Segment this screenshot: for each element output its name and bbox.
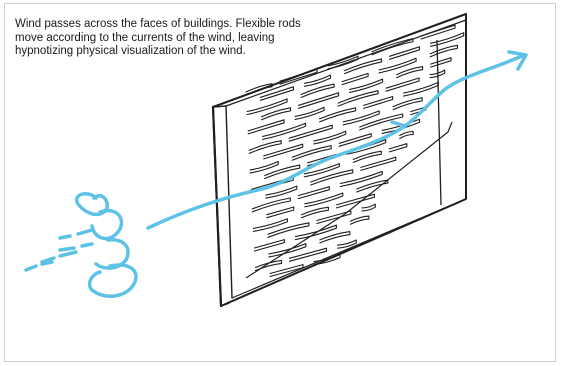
wind-gust-icon <box>26 194 136 297</box>
facade-panel <box>213 14 466 306</box>
